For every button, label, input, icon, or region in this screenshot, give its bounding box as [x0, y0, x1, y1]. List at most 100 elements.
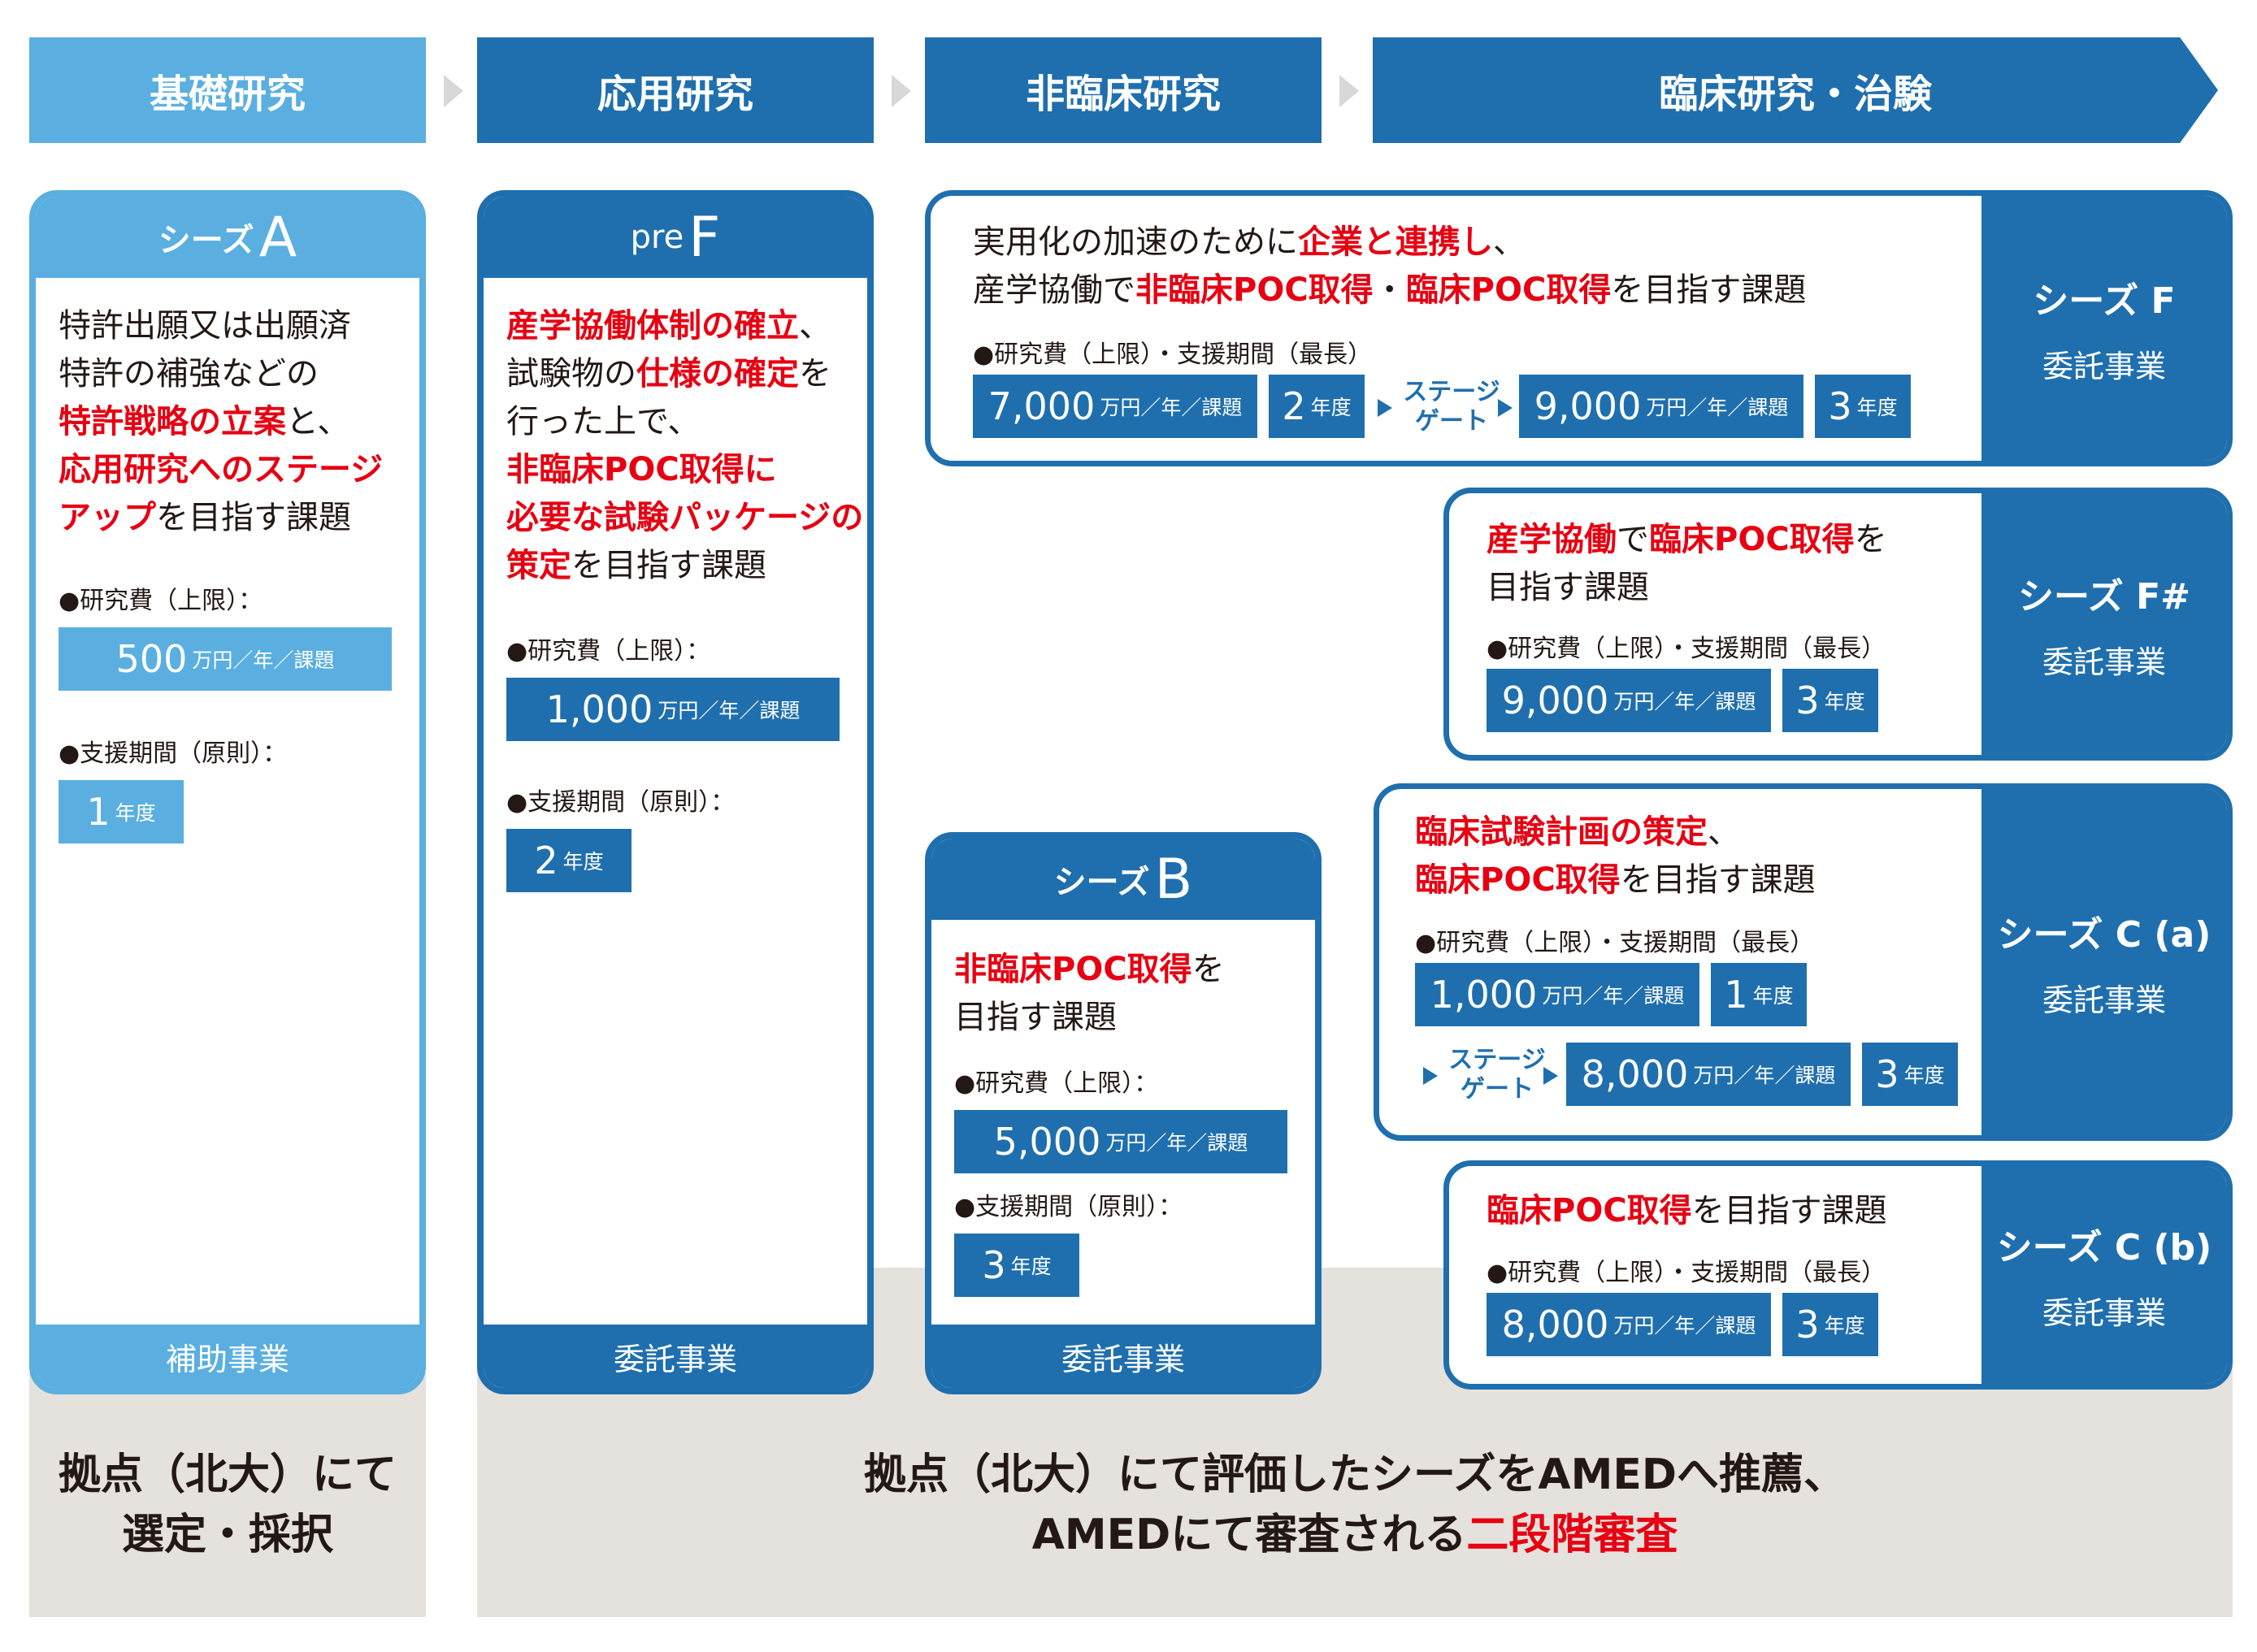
- budget-number: 7,000: [987, 384, 1096, 428]
- text: 選定・採択: [121, 1511, 333, 1559]
- highlight-text: 特許戦略の立案: [59, 403, 286, 440]
- stage-clinical-research: 臨床研究・治験: [1373, 37, 2218, 143]
- text: 特許出願又は出願済: [59, 307, 351, 345]
- card-side-label: シーズ C (a) 委託事業: [1981, 789, 2227, 1135]
- stage-gate-label: ステージ ゲート: [1399, 378, 1504, 436]
- period-number: 2: [1282, 384, 1306, 428]
- budget-number: 8,000: [1581, 1052, 1689, 1096]
- budget-number: 8,000: [1501, 1303, 1609, 1346]
- text: 産学協働で: [973, 271, 1135, 309]
- text: 目指す課題: [1487, 569, 1649, 606]
- text: 拠点（北大）にて: [58, 1450, 397, 1499]
- card-letter: A: [258, 205, 297, 270]
- period-label: ●支援期間（原則）：: [506, 788, 736, 817]
- budget-period-label: ●研究費（上限）・支援期間（最長）: [973, 340, 1373, 369]
- card-footer: 委託事業: [931, 1325, 1315, 1388]
- seeds-c-a-card: 臨床試験計画の策定、 臨床POC取得を目指す課題 ●研究費（上限）・支援期間（最…: [1374, 783, 2233, 1141]
- highlight-text: 産学協働: [1487, 521, 1617, 558]
- budget-unit: 万円／年／課題: [1613, 1314, 1756, 1338]
- highlight-text: 臨床POC取得: [1405, 271, 1612, 309]
- budget-period-label: ●研究費（上限）・支援期間（最長）: [1487, 635, 1886, 663]
- period-label: ●支援期間（原則）：: [59, 739, 288, 768]
- card-description: 実用化の加速のために企業と連携し、 産学協働で非臨床POC取得・臨床POC取得を…: [973, 219, 1948, 314]
- seeds-f-card: 実用化の加速のために企業と連携し、 産学協働で非臨床POC取得・臨床POC取得を…: [925, 190, 2233, 466]
- highlight-text: アップ: [59, 499, 156, 536]
- period-unit: 年度: [1752, 984, 1794, 1008]
- stage-label: 非臨床研究: [1025, 72, 1221, 117]
- chevron-right-icon: [892, 75, 911, 107]
- card-description: 特許出願又は出願済 特許の補強などの 特許戦略の立案と、 応用研究へのステージ …: [59, 302, 416, 542]
- text: 、: [1493, 223, 1526, 261]
- budget-label: ●研究費（上限）：: [506, 637, 711, 666]
- stage-label: 基礎研究: [149, 72, 306, 117]
- text: を: [1191, 951, 1225, 988]
- period-number: 3: [1875, 1052, 1899, 1096]
- funding-type: 委託事業: [1061, 1341, 1185, 1377]
- text: を: [1854, 521, 1887, 558]
- highlight-text: 臨床POC取得: [1649, 521, 1855, 558]
- card-side-label: シーズ C (b) 委託事業: [1981, 1166, 2227, 1384]
- card-title: シーズ: [158, 222, 254, 259]
- text: ステージ: [1403, 378, 1500, 406]
- highlight-text: 非臨床POC取得: [1135, 271, 1374, 309]
- seed-name: シーズ F: [2033, 280, 2176, 322]
- card-description: 非臨床POC取得を 目指す課題: [954, 946, 1315, 1042]
- text: を目指す課題: [1691, 1192, 1887, 1229]
- budget-period-label: ●研究費（上限）・支援期間（最長）: [1487, 1259, 1886, 1287]
- card-title: pre: [630, 219, 684, 256]
- funding-type: 委託事業: [2042, 982, 2166, 1018]
- highlight-text: 二段階審査: [1466, 1511, 1678, 1559]
- budget-number: 1,000: [1430, 973, 1538, 1017]
- budget-number: 1,000: [545, 687, 653, 731]
- card-description: 産学協働で臨床POC取得を 目指す課題: [1487, 516, 1974, 612]
- period-label: ●支援期間（原則）：: [954, 1193, 1183, 1221]
- card-letter: F: [688, 205, 721, 270]
- budget-unit: 万円／年／課題: [1105, 1131, 1248, 1155]
- text: 特許の補強などの: [59, 355, 319, 392]
- funding-type: 委託事業: [2042, 348, 2166, 384]
- period-unit: 年度: [115, 801, 156, 825]
- funding-type: 委託事業: [2042, 1294, 2166, 1331]
- text: で: [1617, 521, 1649, 558]
- stage-label: 臨床研究・治験: [1658, 72, 1932, 117]
- period-unit: 年度: [1310, 396, 1352, 419]
- highlight-text: 臨床試験計画の策定: [1415, 813, 1708, 851]
- card-side-label: シーズ F 委託事業: [1981, 196, 2227, 461]
- highlight-text: 必要な試験パッケージの: [506, 499, 864, 536]
- text: 拠点（北大）にて評価したシーズをAMEDへ推薦、: [863, 1450, 1847, 1499]
- card-description: 臨床試験計画の策定、 臨床POC取得を目指す課題: [1415, 809, 1984, 904]
- period-number: 3: [1795, 1303, 1820, 1346]
- selection-band-left: [29, 1373, 426, 1617]
- highlight-text: 非臨床POC取得: [954, 951, 1192, 988]
- text: 目指す課題: [954, 999, 1117, 1036]
- stage-label: 応用研究: [597, 72, 753, 117]
- period-unit: 年度: [562, 850, 604, 874]
- budget-period-label: ●研究費（上限）・支援期間（最長）: [1415, 929, 1815, 957]
- budget-unit: 万円／年／課題: [658, 699, 801, 722]
- card-letter: B: [1154, 847, 1193, 912]
- funding-type: 補助事業: [165, 1341, 289, 1377]
- budget-label: ●研究費（上限）：: [59, 587, 263, 615]
- card-description: 臨床POC取得を目指す課題: [1487, 1187, 1974, 1235]
- text: 行った上で、: [506, 403, 701, 440]
- text: ・: [1373, 271, 1406, 309]
